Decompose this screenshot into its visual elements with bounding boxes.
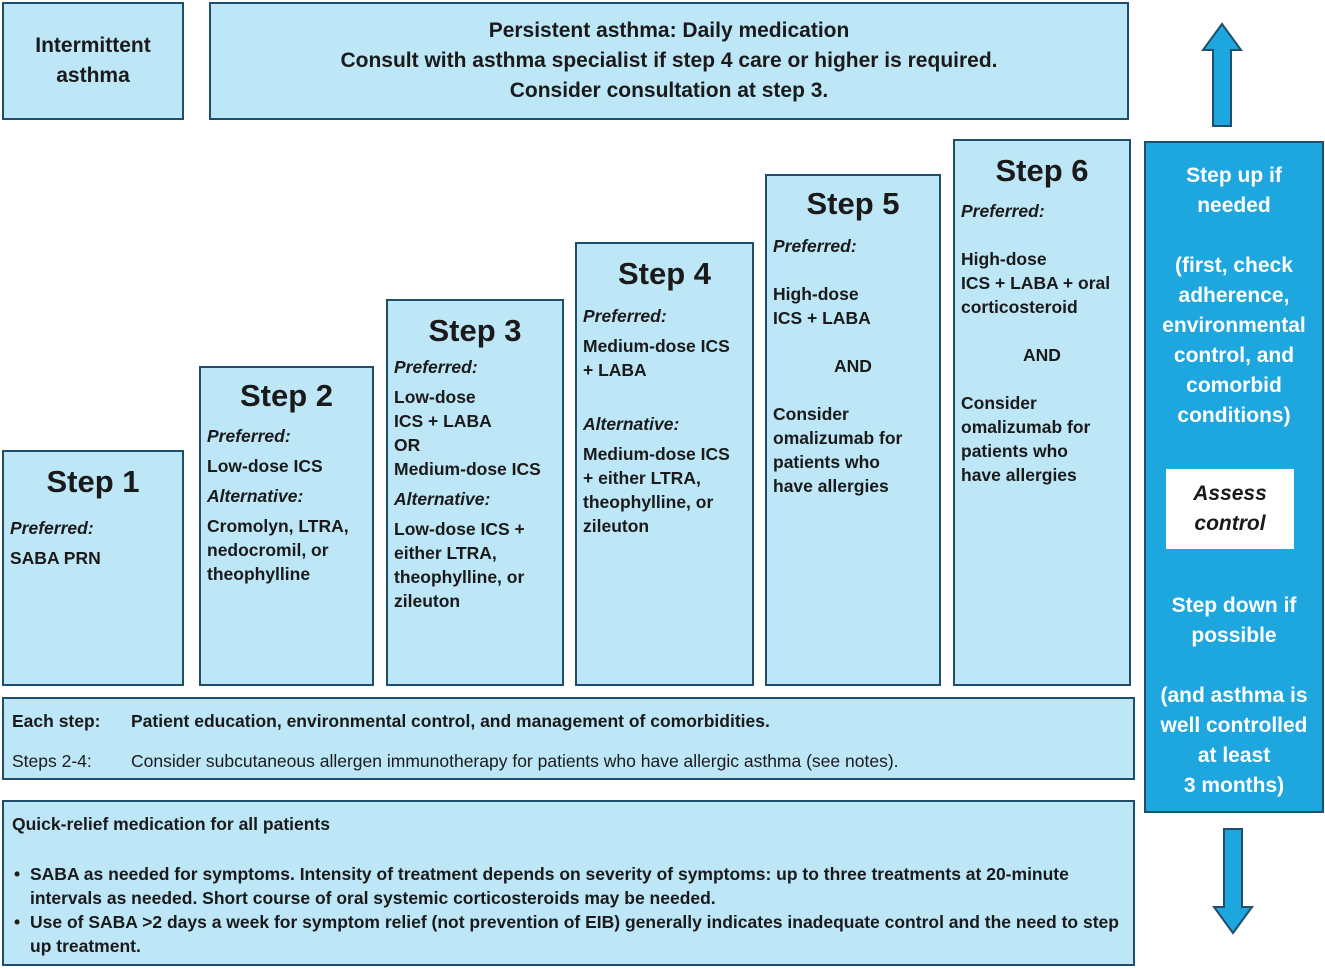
preferred-label: Preferred: <box>394 357 478 377</box>
alternative-item: + either LTRA, <box>583 468 701 488</box>
quick-relief-title: Quick-relief medication for all patients <box>12 814 330 834</box>
preferred-item: Medium-dose ICS <box>394 459 541 479</box>
intermittent-line1: Intermittent <box>35 34 151 57</box>
preferred-item: Low-dose ICS <box>207 456 323 476</box>
step-down-note-line: 3 months) <box>1183 774 1285 797</box>
preferred-item: corticosteroid <box>961 297 1078 317</box>
alternative-item: Medium-dose ICS <box>583 444 730 464</box>
alternative-item: nedocromil, or <box>207 540 329 560</box>
assess-control-box: Assess control <box>1166 469 1294 549</box>
alternative-item: theophylline <box>207 564 311 584</box>
step-up-note-line: control, and <box>1173 344 1295 367</box>
each-step-text: Patient education, environmental control… <box>131 711 770 731</box>
alternative-item: theophylline, or <box>394 567 525 587</box>
step-up-line: Step up if <box>1186 164 1282 187</box>
preferred-item: + LABA <box>583 360 647 380</box>
assess-line: control <box>1194 512 1266 535</box>
consider-line: patients who <box>961 441 1068 461</box>
arrow-down-icon <box>1212 828 1254 935</box>
persistent-line3: Consider consultation at step 3. <box>509 79 829 102</box>
consider-line: omalizumab for <box>961 417 1091 437</box>
intermittent-asthma-box: Intermittent asthma <box>2 2 184 120</box>
quick-relief-bullet: SABA as needed for symptoms. Intensity o… <box>12 862 1125 910</box>
step-title: Step 2 <box>239 378 334 413</box>
step-down-note-line: well controlled <box>1160 714 1308 737</box>
each-step-box: Each step: Patient education, environmen… <box>2 697 1135 780</box>
step-title: Step 6 <box>995 153 1089 188</box>
step-up-note-line: conditions) <box>1177 404 1291 427</box>
arrow-up-icon <box>1201 22 1243 127</box>
and-label: AND <box>1023 345 1061 365</box>
step-up-down-panel: Step up if needed (first, check adherenc… <box>1144 141 1324 813</box>
preferred-item: ICS + LABA + oral <box>961 273 1111 293</box>
quick-relief-list: SABA as needed for symptoms. Intensity o… <box>12 862 1125 958</box>
step-down-note-line: at least <box>1197 744 1271 767</box>
alternative-label: Alternative: <box>394 489 491 509</box>
preferred-item: High-dose <box>961 249 1047 269</box>
alternative-item: either LTRA, <box>394 543 497 563</box>
preferred-item: Medium-dose ICS <box>583 336 730 356</box>
step-4-box: Step 4 Preferred: Medium-dose ICS + LABA… <box>575 242 754 686</box>
step-up-note-line: environmental <box>1162 314 1306 337</box>
alternative-item: zileuton <box>394 591 461 611</box>
alternative-label: Alternative: <box>207 486 304 506</box>
step-3-box: Step 3 Preferred: Low-dose ICS + LABA OR… <box>386 299 564 686</box>
preferred-label: Preferred: <box>961 201 1045 221</box>
step-6-box: Step 6 Preferred: High-dose ICS + LABA +… <box>953 139 1131 686</box>
alternative-label: Alternative: <box>583 414 680 434</box>
step-down-line: Step down if <box>1171 594 1297 617</box>
consider-line: patients who <box>773 452 880 472</box>
persistent-line1: Persistent asthma: Daily medication <box>488 19 850 42</box>
step-down-line: possible <box>1191 624 1277 647</box>
step-title: Step 4 <box>617 256 712 291</box>
step-title: Step 3 <box>428 313 522 348</box>
alternative-item: Cromolyn, LTRA, <box>207 516 349 536</box>
alternative-item: theophylline, or <box>583 492 714 512</box>
alternative-item: Low-dose ICS + <box>394 519 525 539</box>
persistent-line2: Consult with asthma specialist if step 4… <box>340 49 998 72</box>
step-down-note-line: (and asthma is <box>1160 684 1308 707</box>
steps-2-4-label: Steps 2-4: <box>12 751 92 771</box>
quick-relief-box: Quick-relief medication for all patients… <box>2 800 1135 966</box>
step-1-box: Step 1 Preferred: SABA PRN <box>2 450 184 686</box>
preferred-label: Preferred: <box>773 236 857 256</box>
preferred-item: ICS + LABA <box>773 308 871 328</box>
preferred-label: Preferred: <box>207 426 291 446</box>
consider-line: Consider <box>773 404 849 424</box>
preferred-item: OR <box>394 435 421 455</box>
consider-line: Consider <box>961 393 1037 413</box>
step-2-box: Step 2 Preferred: Low-dose ICS Alternati… <box>199 366 374 686</box>
steps-2-4-text: Consider subcutaneous allergen immunothe… <box>131 751 899 771</box>
step-title: Step 1 <box>46 464 140 499</box>
intermittent-line2: asthma <box>56 64 130 87</box>
preferred-item: SABA PRN <box>10 548 101 568</box>
preferred-item: Low-dose <box>394 387 476 407</box>
alternative-item: zileuton <box>583 516 650 536</box>
each-step-label: Each step: <box>12 711 101 731</box>
consider-line: have allergies <box>961 465 1077 485</box>
preferred-item: ICS + LABA <box>394 411 492 431</box>
step-up-note-line: comorbid <box>1186 374 1282 397</box>
preferred-item: High-dose <box>773 284 859 304</box>
consider-line: have allergies <box>773 476 889 496</box>
step-up-note-line: (first, check <box>1175 254 1293 277</box>
step-up-note-line: adherence, <box>1178 284 1290 307</box>
preferred-label: Preferred: <box>10 518 94 538</box>
step-up-line: needed <box>1197 194 1271 217</box>
persistent-asthma-box: Persistent asthma: Daily medication Cons… <box>209 2 1129 120</box>
quick-relief-bullet: Use of SABA >2 days a week for symptom r… <box>12 910 1125 958</box>
consider-line: omalizumab for <box>773 428 903 448</box>
assess-line: Assess <box>1193 482 1267 505</box>
preferred-label: Preferred: <box>583 306 667 326</box>
and-label: AND <box>834 356 872 376</box>
step-title: Step 5 <box>806 186 900 221</box>
step-5-box: Step 5 Preferred: High-dose ICS + LABA A… <box>765 174 941 686</box>
